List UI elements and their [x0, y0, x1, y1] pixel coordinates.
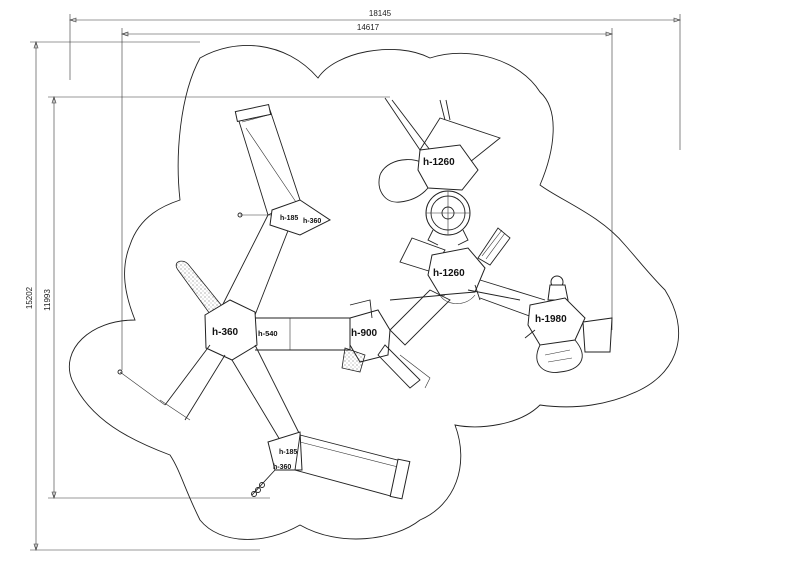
- overall-height-label: 15202: [25, 286, 34, 309]
- connector-height-label: h-540: [258, 329, 278, 338]
- upper-small-platform: [269, 199, 331, 236]
- mid-platform: [349, 309, 391, 363]
- top-tower: [417, 144, 479, 191]
- dimension-lines: [30, 14, 681, 551]
- mid-right-tower-height-label: h-1260: [433, 268, 465, 279]
- lower-small-height-label-b: h-360: [273, 464, 291, 471]
- lower-small-height-label-a: h-185: [279, 449, 297, 456]
- inner-height-label: 11993: [43, 289, 52, 311]
- middle-right-tower: [389, 227, 546, 319]
- mid-right-deck: [427, 247, 486, 296]
- inner-width-label: 14617: [357, 23, 380, 32]
- upper-right-tower: [378, 97, 501, 246]
- safety-zone-outline: [69, 45, 679, 540]
- middle-structure: [341, 289, 451, 389]
- left-structure: [117, 103, 411, 500]
- far-right-tower: [524, 275, 613, 373]
- top-tower-height-label: h-1260: [423, 157, 455, 168]
- mid-platform-height-label: h-900: [351, 328, 378, 339]
- lower-small-platform: [267, 431, 303, 471]
- upper-small-height-label-b: h-360: [303, 218, 321, 225]
- center-hub: [204, 299, 258, 361]
- far-right-tower-height-label: h-1980: [535, 314, 567, 325]
- upper-small-height-label-a: h-185: [280, 215, 298, 222]
- overall-width-label: 18145: [369, 9, 392, 18]
- center-hub-height-label: h-360: [212, 327, 239, 338]
